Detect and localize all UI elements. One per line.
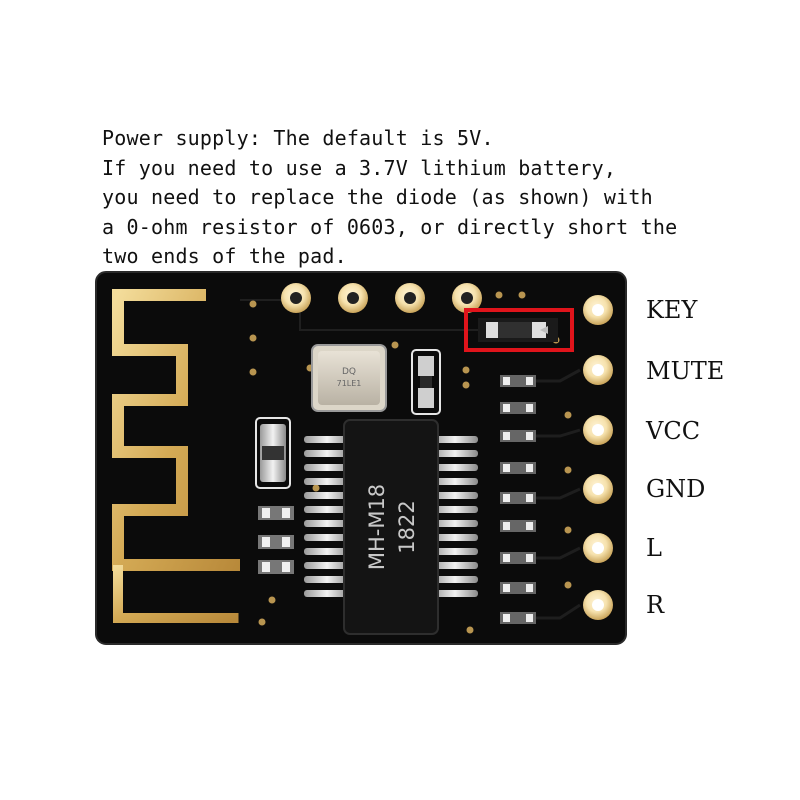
top-pads — [281, 283, 482, 313]
smd-components-left — [258, 506, 294, 574]
note-line: If you need to use a 3.7V lithium batter… — [102, 155, 617, 180]
smd-components-right — [500, 375, 536, 624]
edge-pads — [583, 295, 613, 620]
chip-marking: 1822 — [395, 500, 419, 553]
note-line: two ends of the pad. — [102, 244, 347, 268]
pin-label-key: KEY — [646, 296, 698, 324]
power-supply-note: Power supply: The default is 5V. If you … — [102, 124, 722, 272]
ic-chip: MH-M18 1822 — [343, 419, 439, 635]
antenna-trace — [112, 289, 240, 571]
pin-label-gnd: GND — [646, 475, 706, 503]
pin-label-l: L — [646, 534, 662, 562]
diode-highlight-box — [464, 308, 574, 352]
chip-marking: MH-M18 — [365, 484, 389, 570]
pin-label-r: R — [646, 591, 665, 619]
note-line: a 0-ohm resistor of 0603, or directly sh… — [102, 214, 678, 239]
crystal-oscillator: DQ 71LE1 — [311, 344, 387, 412]
diode — [478, 318, 558, 342]
pin-label-vcc: VCC — [646, 417, 701, 445]
pin-label-mute: MUTE — [646, 357, 725, 385]
capacitor — [255, 417, 291, 489]
ic-pins-right — [432, 436, 478, 597]
note-line: Power supply: The default is 5V. — [102, 126, 494, 150]
ic-pins-left — [304, 436, 350, 597]
led-component — [411, 349, 441, 415]
crystal-marking: 71LE1 — [337, 379, 362, 388]
crystal-marking: DQ — [342, 367, 356, 377]
note-line: you need to replace the diode (as shown)… — [102, 185, 653, 209]
